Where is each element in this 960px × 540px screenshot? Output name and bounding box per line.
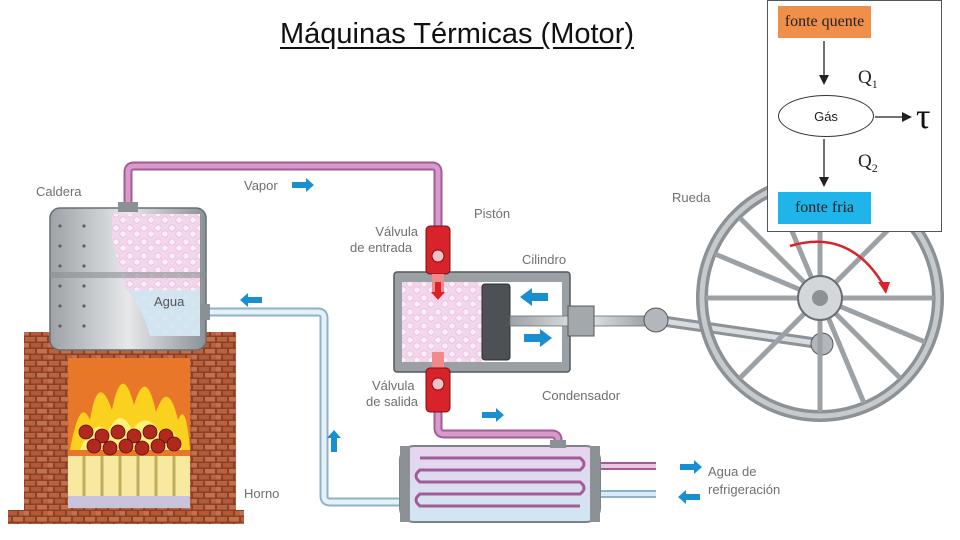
- water-return-pipe: [205, 307, 404, 507]
- exhaust-pipe: [433, 410, 563, 446]
- label-valvula-entrada: Válvula: [358, 224, 418, 240]
- q1-label: Q1: [858, 67, 878, 91]
- label-agua-de: Agua de: [708, 464, 757, 479]
- heat-engine-inset: fonte quente Q1 Gás τ Q2 fonte fria: [767, 0, 942, 232]
- outlet-valve: [425, 352, 451, 413]
- label-piston: Pistón: [474, 206, 511, 221]
- label-vapor: Vapor: [244, 178, 278, 193]
- label-rueda: Rueda: [672, 190, 711, 205]
- label-refrigeracion: refrigeración: [708, 482, 781, 497]
- furnace: [8, 332, 244, 524]
- hot-source-box: fonte quente: [778, 6, 871, 38]
- page-title: Máquinas Térmicas (Motor): [280, 18, 635, 50]
- label-cilindro: Cilindro: [522, 252, 567, 267]
- q1-arrow: [819, 41, 829, 85]
- label-horno: Horno: [244, 486, 280, 501]
- flow-arrows: [240, 178, 702, 504]
- label-condensador: Condensador: [542, 388, 621, 403]
- label-de-salida: de salida: [366, 394, 419, 409]
- steam-flow-arrow: [431, 282, 445, 300]
- gas-ellipse: Gás: [778, 95, 874, 137]
- label-de-entrada: de entrada: [350, 240, 413, 255]
- q2-label: Q2: [858, 151, 878, 175]
- inset-arrows: [819, 41, 912, 187]
- label-agua: Agua: [154, 294, 185, 309]
- work-arrow: [875, 112, 912, 122]
- steam-pipe: [123, 161, 443, 237]
- label-valvula-salida: Válvula: [372, 378, 415, 393]
- condenser: [399, 440, 601, 523]
- cold-source-box: fonte fria: [778, 192, 871, 224]
- cooling-water-pipes: [598, 462, 656, 498]
- label-valvula-entrada-line1: Válvula: [375, 224, 418, 239]
- inlet-valve: [425, 225, 451, 294]
- label-caldera: Caldera: [36, 184, 82, 199]
- work-tau-label: τ: [916, 96, 931, 136]
- boiler: [49, 202, 210, 351]
- q2-arrow: [819, 139, 829, 187]
